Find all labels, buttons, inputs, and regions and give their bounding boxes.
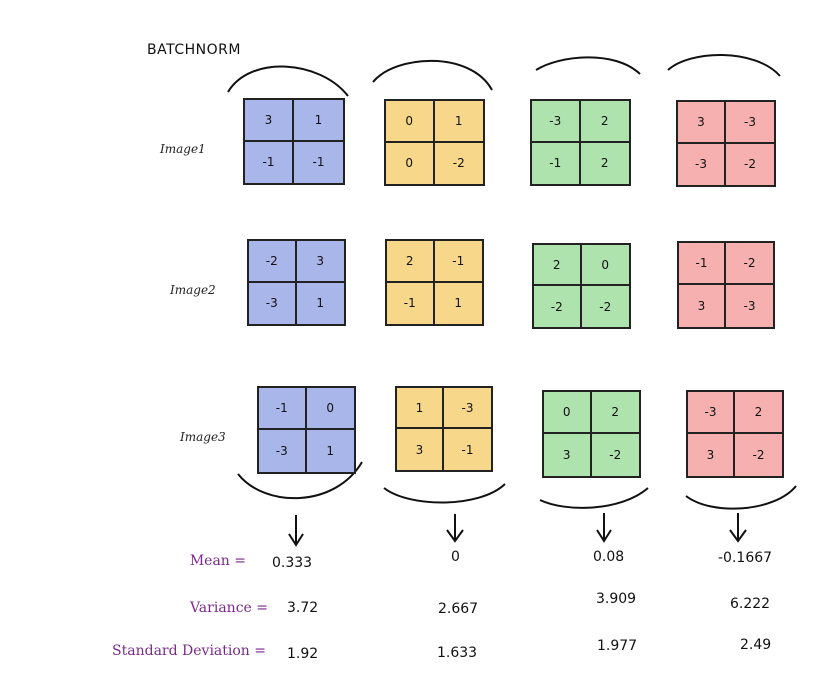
tile-cell: 1	[397, 388, 444, 429]
top-brace-1	[227, 65, 349, 97]
mean-value-3: 0.08	[593, 549, 625, 565]
arrow-4	[729, 513, 747, 543]
tile-cell: -3	[726, 102, 774, 144]
tile-cell: 3	[544, 434, 592, 476]
bottom-brace-1	[237, 461, 363, 500]
tile-image1-channel2: 0 1 0 -2	[384, 99, 485, 186]
tile-cell: 3	[397, 429, 444, 470]
variance-label: Variance =	[189, 600, 268, 616]
tile-image1-channel3: -3 2 -1 2	[530, 99, 631, 186]
tile-image1-channel4: 3 -3 -3 -2	[676, 100, 776, 187]
tile-image3-channel1: -1 0 -3 1	[257, 386, 356, 474]
tile-cell: -1	[461, 442, 474, 457]
arrow-3	[596, 513, 612, 543]
bottom-brace-4	[685, 485, 797, 510]
tile-cell: -3	[249, 282, 297, 324]
tile-cell: -3	[743, 299, 756, 313]
tile-image3-channel3: 0 2 3 -2	[542, 390, 641, 478]
tile-cell: 0	[386, 101, 435, 143]
tile-cell: -1	[387, 282, 435, 324]
variance-value-2: 2.667	[438, 601, 479, 617]
tile-cell: 3	[296, 241, 344, 283]
tile-image2-channel3: 2 0 -2 -2	[532, 243, 631, 329]
tile-cell: 2	[534, 245, 582, 286]
arrow-1	[288, 515, 304, 547]
tile-cell: -3	[532, 101, 581, 143]
tile-cell: -2	[452, 156, 465, 171]
tile-cell: 2	[580, 101, 629, 143]
mean-label: Mean =	[189, 553, 246, 569]
tile-cell: -1	[259, 388, 307, 430]
tile-cell: -2	[534, 286, 582, 327]
tile-cell: -3	[678, 143, 726, 185]
tile-image3-channel4: -3 2 3 -2	[686, 390, 784, 478]
tile-cell: -2	[744, 157, 756, 172]
tile-cell: -2	[609, 448, 622, 462]
top-brace-2	[372, 59, 493, 91]
tile-image1-channel1: 3 1 -1 -1	[243, 98, 345, 185]
tile-cell: 2	[387, 241, 435, 283]
tile-cell: -2	[249, 241, 297, 283]
tile-cell: -3	[444, 388, 491, 429]
tile-cell: -3	[688, 392, 735, 434]
tile-cell: 2	[735, 392, 782, 434]
tile-cell: -1	[679, 243, 726, 285]
std-value-4: 2.49	[740, 637, 772, 653]
tile-image3-channel2: 1 -3 3 -1	[395, 386, 493, 472]
variance-value-1: 3.72	[287, 600, 319, 616]
tile-cell: 0	[306, 388, 354, 430]
tile-cell: -1	[532, 142, 581, 184]
row-label-image1: Image1	[160, 142, 206, 156]
tile-cell: 0	[581, 245, 629, 286]
mean-value-2: 0	[451, 549, 460, 565]
tile-cell: 3	[688, 434, 735, 476]
tile-cell: 0	[544, 392, 592, 434]
tile-cell: 3	[678, 102, 726, 144]
mean-value-1: 0.333	[272, 555, 313, 571]
variance-value-4: 6.222	[730, 596, 771, 612]
bottom-brace-2	[383, 483, 506, 504]
top-brace-3	[535, 56, 641, 75]
diagram-title: BATCHNORM	[147, 42, 241, 58]
tile-cell: 2	[600, 156, 609, 171]
tile-cell: 0	[386, 142, 435, 184]
variance-value-3: 3.909	[596, 591, 637, 607]
std-value-2: 1.633	[437, 645, 478, 661]
tile-cell: -1	[245, 141, 294, 183]
tile-cell: 3	[245, 100, 294, 142]
row-label-image3: Image3	[180, 430, 226, 444]
tile-cell: 1	[434, 101, 483, 143]
tile-cell: 1	[316, 296, 325, 311]
std-value-1: 1.92	[287, 646, 319, 662]
std-label: Standard Deviation =	[112, 643, 266, 659]
tile-cell: 1	[454, 296, 463, 311]
tile-cell: -1	[434, 241, 482, 283]
tile-cell: -2	[599, 299, 612, 314]
std-value-3: 1.977	[597, 638, 638, 654]
tile-cell: -2	[726, 243, 773, 285]
tile-cell: 2	[591, 392, 639, 434]
top-brace-4	[667, 54, 781, 77]
tile-cell: -1	[312, 155, 325, 170]
mean-value-4: -0.1667	[718, 550, 773, 566]
bottom-brace-3	[539, 487, 649, 509]
tile-image2-channel4: -1 -2 3 -3	[677, 241, 775, 329]
tile-cell: 1	[294, 100, 343, 142]
arrow-2	[446, 514, 464, 543]
tile-cell: 3	[679, 285, 726, 327]
tile-image2-channel2: 2 -1 -1 1	[385, 239, 484, 326]
tile-image2-channel1: -2 3 -3 1	[247, 239, 346, 326]
tile-cell: 1	[326, 444, 335, 458]
tile-cell: -3	[259, 430, 307, 472]
row-label-image2: Image2	[170, 283, 216, 297]
tile-cell: -2	[752, 448, 765, 462]
